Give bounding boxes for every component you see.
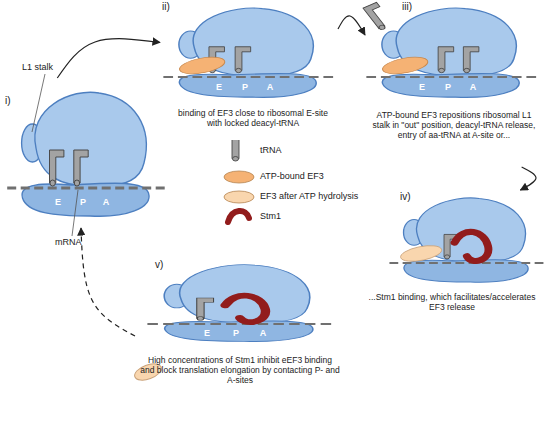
- legend-swatch: [222, 166, 256, 188]
- cycle-arrow: [520, 167, 536, 190]
- legend-sample: [224, 191, 254, 203]
- stage-caption: ...Stm1 binding, which facilitates/accel…: [367, 292, 537, 312]
- stage-node: v) High concentrations of Stm1 inhibit eE…: [135, 255, 345, 417]
- legend-entry: EF3 after ATP hydrolysis: [222, 186, 358, 208]
- cycle-arrow: [57, 39, 160, 78]
- site-letter: A: [103, 197, 110, 207]
- cycle-arrow: [81, 228, 135, 336]
- stage-caption: ATP-bound EF3 repositions ribosomal L1 s…: [368, 110, 540, 140]
- ribosome-stage-1: [7, 92, 166, 216]
- stage-number: ii): [162, 2, 192, 12]
- legend-swatch: [222, 140, 256, 162]
- part-label: mRNA: [55, 237, 82, 247]
- site-letter: E: [55, 197, 61, 207]
- site-letter: A: [260, 328, 267, 338]
- legend-sample: [232, 140, 248, 161]
- stage-node: iii) ATP-bound EF3 repositions ribosomal …: [365, 2, 543, 167]
- stage-number: v): [155, 260, 185, 270]
- legend-text: EF3 after ATP hydrolysis: [260, 191, 358, 201]
- legend-swatch: [222, 186, 256, 208]
- part-label: L1 stalk: [22, 62, 53, 72]
- cycle-arrow: [338, 16, 365, 35]
- leader-line: [32, 74, 45, 132]
- stage-node: ii) binding of EF3 close to ribosomal E-s…: [160, 2, 338, 137]
- site-letter: E: [419, 82, 425, 92]
- ribosome-stage-4: [389, 198, 544, 282]
- site-letter: A: [267, 82, 274, 92]
- stage-number: iii): [402, 2, 432, 12]
- legend-sample: [228, 211, 249, 222]
- legend-sample: [224, 171, 254, 183]
- ribosome-stage-2: [163, 8, 335, 97]
- stage-number: iv): [400, 192, 430, 202]
- site-letter: A: [470, 82, 477, 92]
- site-letter: P: [233, 328, 239, 338]
- ribosome-stage-3: [363, 2, 538, 97]
- stage-caption: High concentrations of Stm1 inhibit eEF3…: [140, 355, 340, 385]
- site-letter: P: [445, 82, 451, 92]
- site-letter: E: [216, 82, 222, 92]
- legend-text: ATP-bound EF3: [260, 171, 324, 181]
- legend-swatch: [222, 206, 256, 228]
- legend-entry: ATP-bound EF3: [222, 166, 324, 188]
- legend-entry: Stm1: [222, 206, 281, 228]
- ribosome-stage-5: [147, 265, 333, 342]
- leader-line: [72, 190, 78, 236]
- legend-text: Stm1: [260, 211, 281, 221]
- site-letter: P: [242, 82, 248, 92]
- site-letter: E: [204, 328, 210, 338]
- legend-text: tRNA: [260, 145, 282, 155]
- stage-caption: binding of EF3 close to ribosomal E-site…: [178, 108, 328, 128]
- legend-entry: tRNA: [222, 140, 282, 162]
- site-letter: P: [80, 197, 86, 207]
- stage-number: i): [5, 96, 25, 106]
- stage-node: iv) ...Stm1 binding, which facilitates/ac…: [362, 190, 542, 330]
